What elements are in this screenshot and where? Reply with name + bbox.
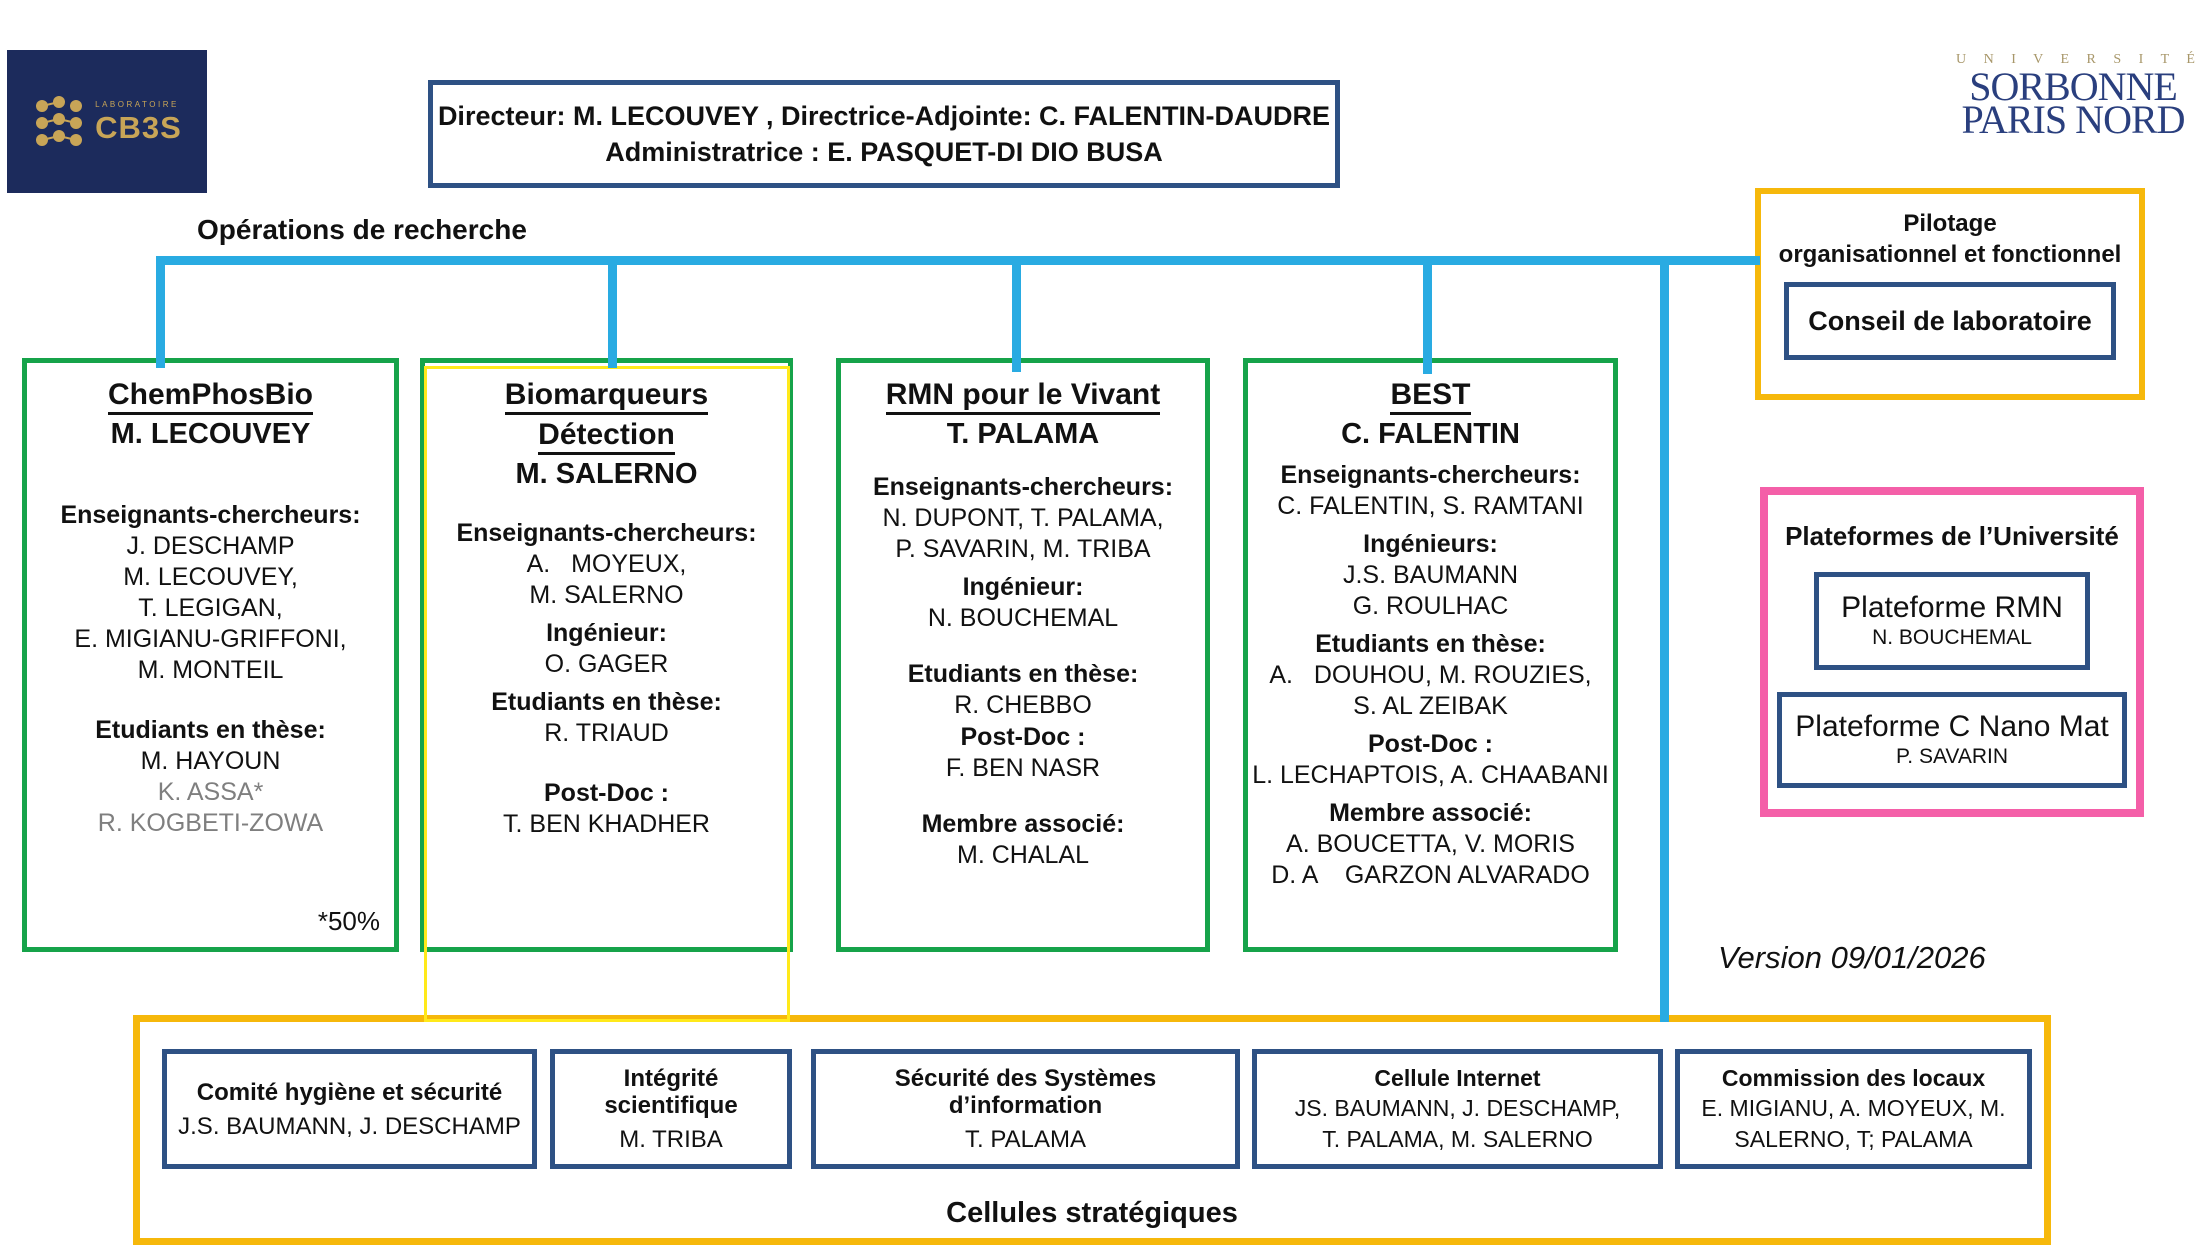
- member: T. BEN KHADHER: [503, 810, 710, 838]
- section-label: Post-Doc :: [544, 779, 669, 807]
- section-label: Etudiants en thèse:: [491, 688, 722, 716]
- section-label: Etudiants en thèse:: [907, 660, 1139, 688]
- section-label: Etudiants en thèse:: [95, 716, 326, 744]
- direction-header-box: Directeur: M. LECOUVEY , Directrice-Adjo…: [428, 80, 1340, 188]
- section-label: Ingénieurs:: [1363, 530, 1498, 558]
- member: K. ASSA*: [157, 778, 264, 806]
- plateformes-title: Plateformes de l’Université: [1785, 521, 2119, 551]
- unit-leader: M. LECOUVEY: [110, 418, 311, 450]
- member: N. DUPONT, T. PALAMA,: [882, 504, 1164, 532]
- cb3s-logo-name: CB3S: [95, 109, 182, 145]
- member: O. GAGER: [544, 650, 669, 678]
- conseil-de-laboratoire-box: Conseil de laboratoire: [1784, 282, 2116, 360]
- section-label: Membre associé:: [921, 810, 1125, 838]
- connector-drop-biomarqueurs: [608, 256, 617, 368]
- cell-integrite-scientifique: Intégrité scientifique M. TRIBA: [550, 1049, 792, 1169]
- section-label: Membre associé:: [1329, 799, 1532, 827]
- member: A. BOUCETTA, V. MORIS: [1286, 830, 1575, 858]
- cell-commission-des-locaux: Commission des locaux E. MIGIANU, A. MOY…: [1675, 1049, 2032, 1169]
- unit-chemphosbio: ChemPhosBio M. LECOUVEY Enseignants-cher…: [22, 358, 399, 952]
- plateformes-box: Plateformes de l’Université Plateforme R…: [1760, 487, 2144, 817]
- section-label: Enseignants-chercheurs:: [60, 501, 361, 529]
- cb3s-logo: LABORATOIRE CB3S: [7, 50, 207, 193]
- member: T. LEGIGAN,: [138, 594, 283, 622]
- member: A. DOUHOU, M. ROUZIES,: [1269, 661, 1592, 689]
- unit-leader: C. FALENTIN: [1341, 418, 1520, 450]
- unit-biomarqueurs-detection: Biomarqueurs Détection M. SALERNO Enseig…: [420, 358, 793, 952]
- direction-line2: Administratrice : E. PASQUET-DI DIO BUSA: [605, 137, 1163, 167]
- plateforme-c-nano-mat-box: Plateforme C Nano Mat P. SAVARIN: [1777, 692, 2127, 788]
- connector-drop-cellules: [1660, 256, 1669, 1022]
- cell-comite-hygiene-securite: Comité hygiène et sécurité J.S. BAUMANN,…: [162, 1049, 537, 1169]
- unit-leader: T. PALAMA: [946, 418, 1100, 450]
- section-label: Post-Doc :: [1368, 730, 1493, 758]
- universite-label: U N I V E R S I T É: [1956, 52, 2196, 67]
- member: C. FALENTIN, S. RAMTANI: [1277, 492, 1584, 520]
- member: F. BEN NASR: [945, 754, 1101, 782]
- direction-line1: Directeur: M. LECOUVEY , Directrice-Adjo…: [437, 101, 1331, 131]
- member: S. AL ZEIBAK: [1353, 692, 1508, 720]
- section-label: Ingénieur:: [962, 573, 1084, 601]
- member: J.S. BAUMANN: [1342, 561, 1519, 589]
- member: M. MONTEIL: [137, 656, 284, 684]
- cell-securite-systemes-information: Sécurité des Systèmes d’information T. P…: [811, 1049, 1240, 1169]
- connector-drop-best: [1423, 256, 1432, 374]
- unit-best: BEST C. FALENTIN Enseignants-chercheurs:…: [1243, 358, 1618, 952]
- member: A. MOYEUX,: [526, 550, 687, 578]
- section-label: Enseignants-chercheurs:: [1280, 461, 1581, 489]
- member: R. CHEBBO: [954, 691, 1092, 719]
- member: M. CHALAL: [957, 841, 1089, 869]
- member: P. SAVARIN, M. TRIBA: [895, 535, 1151, 563]
- sorbonne-label: SORBONNE: [1969, 64, 2178, 109]
- cellules-strategiques-label: Cellules stratégiques: [946, 1197, 1238, 1229]
- pilotage-title: Pilotage organisationnel et fonctionnel: [1778, 210, 2122, 268]
- unit-title: ChemPhosBio: [107, 375, 314, 415]
- member: M. SALERNO: [529, 581, 684, 609]
- member: L. LECHAPTOIS, A. CHAABANI: [1252, 761, 1609, 789]
- section-label: Enseignants-chercheurs:: [456, 519, 757, 547]
- connector-trunk: [156, 256, 1760, 265]
- unit-rmn-pour-le-vivant: RMN pour le Vivant T. PALAMA Enseignants…: [836, 358, 1210, 952]
- operations-de-recherche-label: Opérations de recherche: [197, 214, 527, 245]
- unit-title: Biomarqueurs: [504, 375, 709, 415]
- member: M. HAYOUN: [140, 747, 281, 775]
- member: J. DESCHAMP: [126, 532, 295, 560]
- member: E. MIGIANU-GRIFFONI,: [74, 625, 347, 653]
- member: R. TRIAUD: [544, 719, 669, 747]
- unit-title: RMN pour le Vivant: [885, 375, 1161, 415]
- sorbonne-paris-nord-logo: U N I V E R S I T É SORBONNE PARIS NORD: [1956, 52, 2196, 142]
- member: D. A GARZON ALVARADO: [1271, 861, 1590, 889]
- member: G. ROULHAC: [1352, 592, 1509, 620]
- paris-nord-label: PARIS NORD: [1961, 97, 2185, 142]
- plateforme-rmn-box: Plateforme RMN N. BOUCHEMAL: [1814, 572, 2090, 670]
- footnote-50-percent: *50%: [317, 906, 380, 936]
- section-label: Enseignants-chercheurs:: [872, 473, 1174, 501]
- section-label: Post-Doc :: [960, 723, 1086, 751]
- section-label: Ingénieur:: [546, 619, 667, 647]
- cb3s-logo-subtitle: LABORATOIRE: [95, 99, 179, 109]
- unit-title: BEST: [1390, 375, 1471, 415]
- section-label: Etudiants en thèse:: [1315, 630, 1546, 658]
- member: N. BOUCHEMAL: [927, 604, 1119, 632]
- cellules-strategiques-box: Comité hygiène et sécurité J.S. BAUMANN,…: [133, 1015, 2051, 1245]
- unit-title-line2: Détection: [538, 415, 675, 455]
- pilotage-box: Pilotage organisationnel et fonctionnel …: [1755, 188, 2145, 400]
- cell-cellule-internet: Cellule Internet JS. BAUMANN, J. DESCHAM…: [1252, 1049, 1663, 1169]
- connector-drop-chemphosbio: [156, 256, 165, 368]
- version-label: Version 09/01/2026: [1718, 940, 1986, 975]
- connector-drop-rmn: [1012, 256, 1021, 372]
- cb3s-dots-icon: [36, 95, 83, 146]
- member: M. LECOUVEY,: [123, 563, 298, 591]
- unit-leader: M. SALERNO: [515, 458, 698, 490]
- member: R. KOGBETI-ZOWA: [97, 809, 324, 837]
